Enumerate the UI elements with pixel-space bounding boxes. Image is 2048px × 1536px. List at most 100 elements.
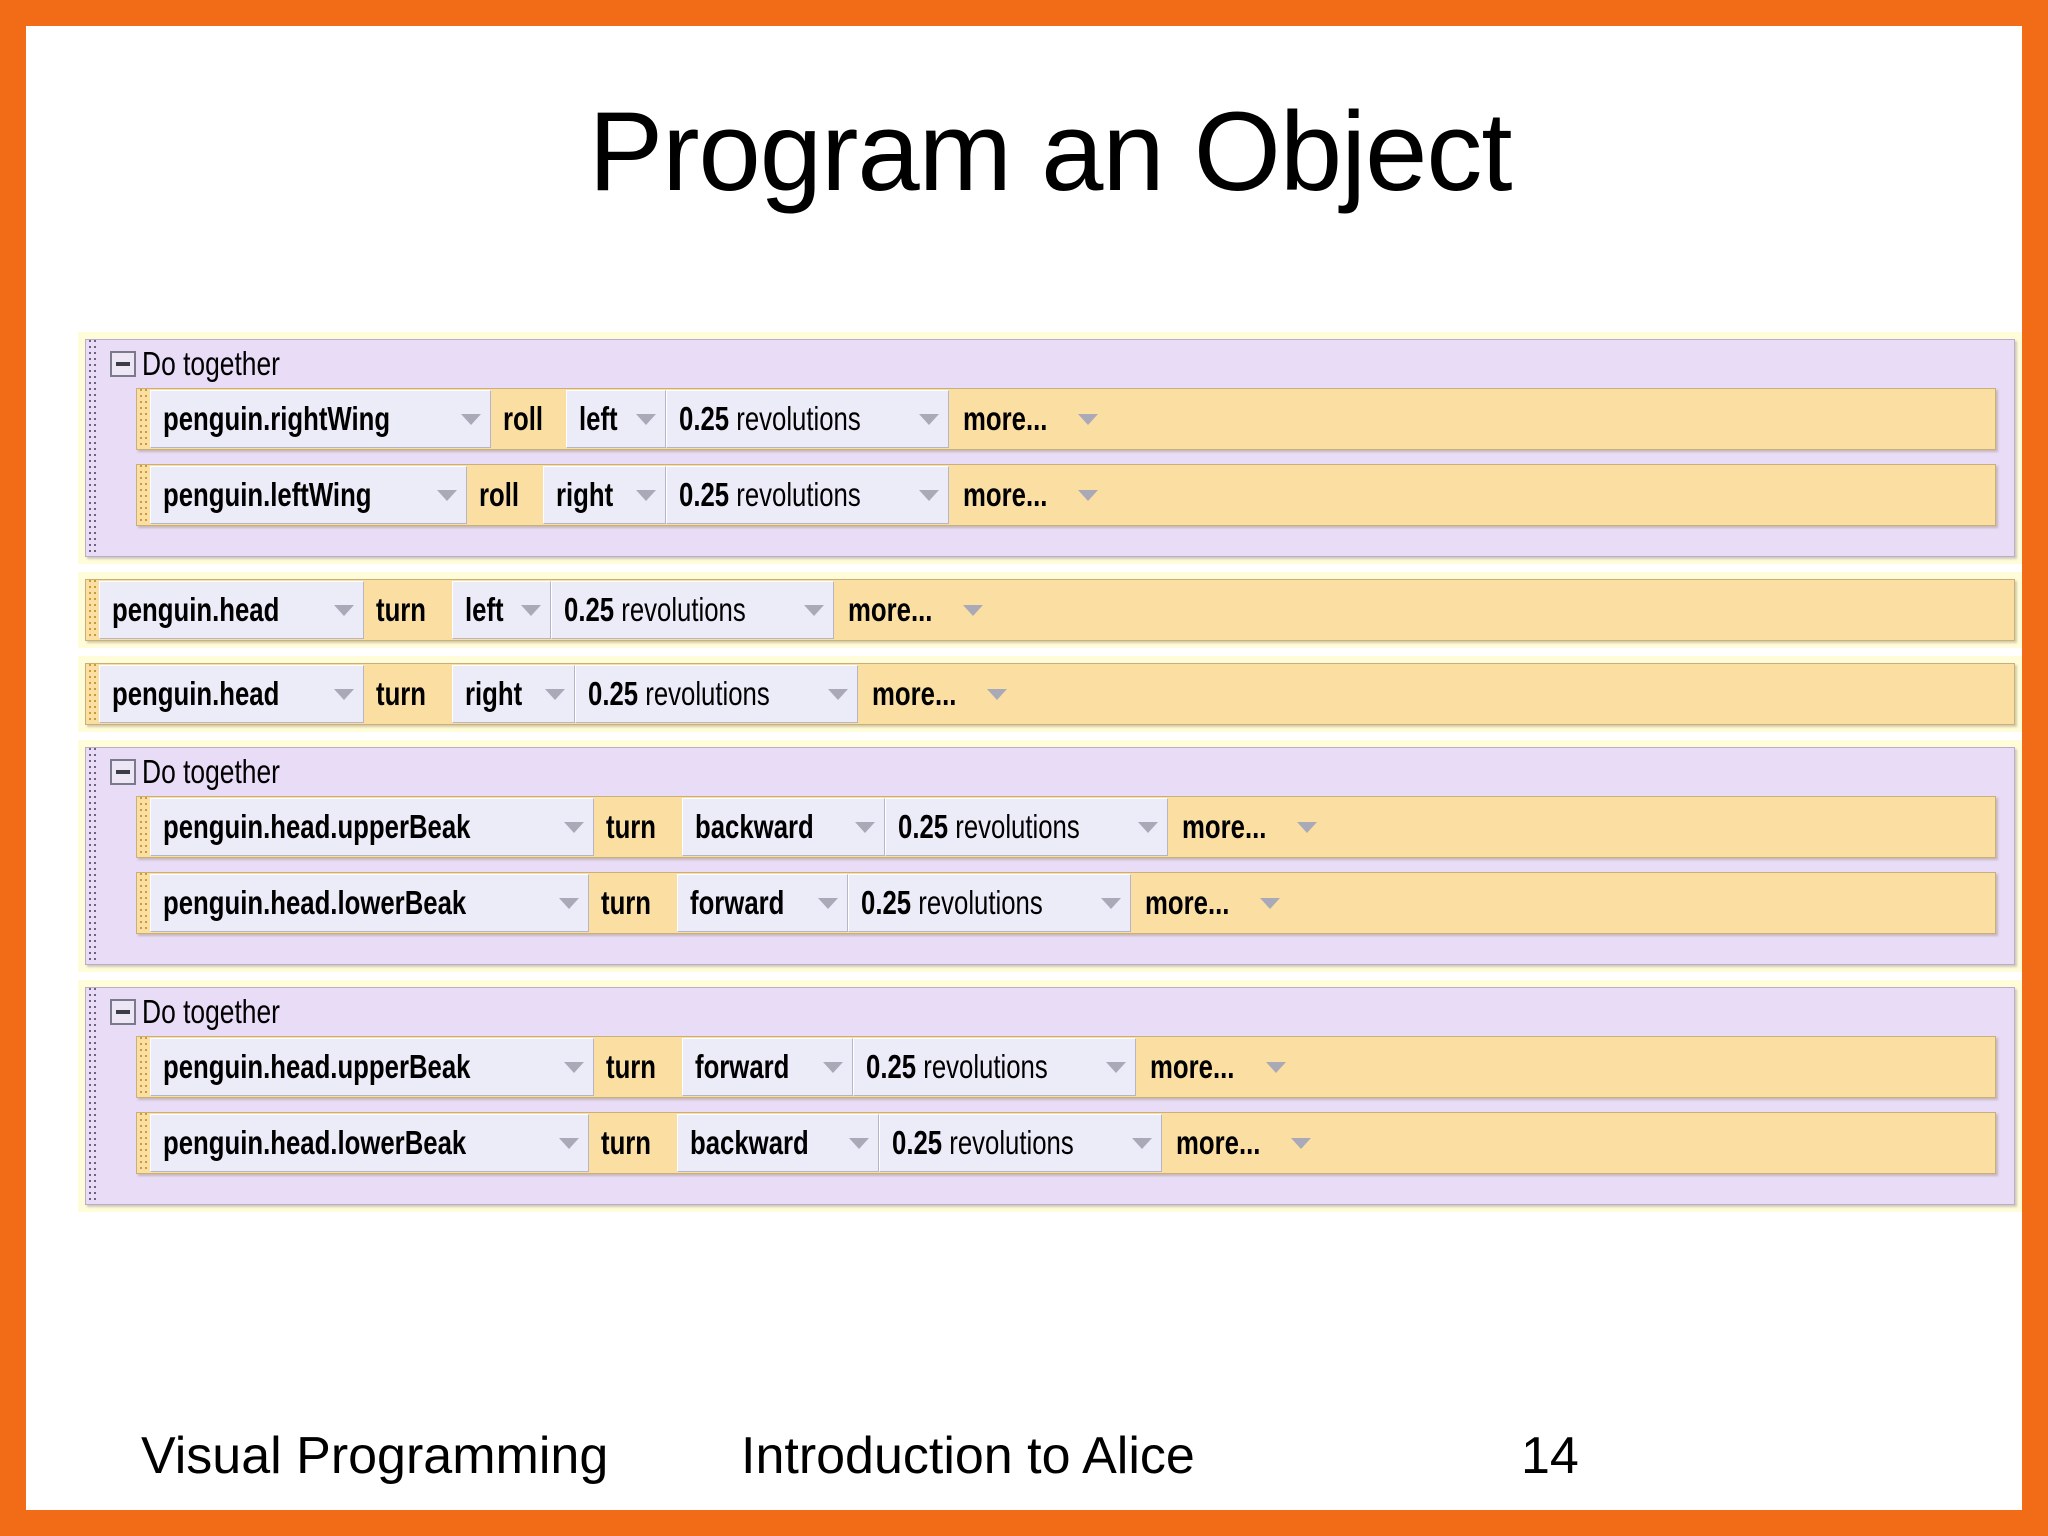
chevron-down-icon[interactable] xyxy=(1100,897,1121,909)
chevron-down-icon[interactable] xyxy=(333,688,354,700)
chevron-down-icon[interactable] xyxy=(987,688,1008,700)
drag-handle[interactable] xyxy=(137,873,150,933)
chevron-down-icon[interactable] xyxy=(823,1061,844,1073)
chevron-down-icon[interactable] xyxy=(558,1137,579,1149)
method-name: turn xyxy=(594,797,683,857)
direction-dropdown[interactable]: backward xyxy=(676,1114,880,1172)
chevron-down-icon[interactable] xyxy=(918,413,939,425)
drag-handle[interactable] xyxy=(86,988,100,1204)
do-together-label: Do together xyxy=(142,993,280,1030)
chevron-down-icon[interactable] xyxy=(854,821,875,833)
chevron-down-icon[interactable] xyxy=(849,1137,870,1149)
chevron-down-icon[interactable] xyxy=(521,604,542,616)
amount-dropdown[interactable]: 0.25 revolutions xyxy=(847,874,1131,932)
chevron-down-icon[interactable] xyxy=(1078,413,1099,425)
amount-dropdown[interactable]: 0.25 revolutions xyxy=(666,466,949,524)
more-options-dropdown[interactable]: more... xyxy=(1136,1037,1296,1097)
chevron-down-icon[interactable] xyxy=(1291,1137,1312,1149)
drag-handle[interactable] xyxy=(86,748,100,964)
direction-dropdown[interactable]: left xyxy=(566,390,666,448)
direction-dropdown[interactable]: forward xyxy=(676,874,848,932)
chevron-down-icon[interactable] xyxy=(636,489,656,501)
amount-dropdown[interactable]: 0.25 revolutions xyxy=(551,581,835,639)
object-dropdown[interactable]: penguin.rightWing xyxy=(150,390,492,448)
chevron-down-icon[interactable] xyxy=(827,688,848,700)
chevron-down-icon[interactable] xyxy=(963,604,984,616)
drag-handle[interactable] xyxy=(137,1113,150,1173)
more-options-dropdown[interactable]: more... xyxy=(857,664,1018,724)
object-dropdown[interactable]: penguin.head.lowerBeak xyxy=(150,874,589,932)
more-options-dropdown[interactable]: more... xyxy=(1130,873,1291,933)
chevron-down-icon[interactable] xyxy=(1137,821,1158,833)
chevron-down-icon[interactable] xyxy=(1078,489,1099,501)
drag-handle[interactable] xyxy=(137,797,150,857)
amount-dropdown[interactable]: 0.25 revolutions xyxy=(879,1114,1163,1172)
chevron-down-icon[interactable] xyxy=(564,821,585,833)
method-label: turn xyxy=(375,675,426,712)
more-options-dropdown[interactable]: more... xyxy=(1167,797,1327,857)
drag-handle[interactable] xyxy=(86,664,99,724)
chevron-down-icon[interactable] xyxy=(1106,1061,1127,1073)
direction-dropdown[interactable]: left xyxy=(451,581,552,639)
more-options-dropdown[interactable]: more... xyxy=(834,580,994,640)
chevron-down-icon[interactable] xyxy=(1296,821,1317,833)
amount-dropdown[interactable]: 0.25 revolutions xyxy=(665,390,949,448)
object-dropdown[interactable]: penguin.head.upperBeak xyxy=(150,798,595,856)
direction-dropdown[interactable]: right xyxy=(451,665,575,723)
object-dropdown[interactable]: penguin.head.lowerBeak xyxy=(150,1114,589,1172)
chevron-down-icon[interactable] xyxy=(635,413,656,425)
more-label: more... xyxy=(962,400,1048,437)
direction-dropdown[interactable]: right xyxy=(542,466,666,524)
chevron-down-icon[interactable] xyxy=(333,604,354,616)
amount-dropdown[interactable]: 0.25 revolutions xyxy=(853,1038,1137,1096)
direction-value: left xyxy=(579,400,619,437)
chevron-down-icon[interactable] xyxy=(461,413,482,425)
chevron-down-icon[interactable] xyxy=(1265,1061,1286,1073)
chevron-down-icon[interactable] xyxy=(544,688,565,700)
more-label: more... xyxy=(963,476,1048,513)
object-dropdown[interactable]: penguin.head xyxy=(99,665,364,723)
chevron-down-icon[interactable] xyxy=(804,604,825,616)
object-dropdown[interactable]: penguin.head.upperBeak xyxy=(150,1038,595,1096)
object-dropdown[interactable]: penguin.leftWing xyxy=(150,466,468,524)
chevron-down-icon[interactable] xyxy=(1260,897,1281,909)
amount-dropdown[interactable]: 0.25 revolutions xyxy=(574,665,858,723)
chevron-down-icon[interactable] xyxy=(817,897,838,909)
drag-handle[interactable] xyxy=(137,389,150,449)
chevron-down-icon[interactable] xyxy=(1132,1137,1153,1149)
chevron-down-icon[interactable] xyxy=(564,1061,585,1073)
method-name: turn xyxy=(594,1037,683,1097)
footer-course-label: Visual Programming xyxy=(141,1427,609,1485)
chevron-down-icon[interactable] xyxy=(919,489,939,501)
collapse-minus-icon[interactable] xyxy=(110,999,136,1025)
amount-value: 0.25 revolutions xyxy=(897,808,1080,845)
object-name: penguin.leftWing xyxy=(163,476,372,513)
chevron-down-icon[interactable] xyxy=(558,897,579,909)
collapse-minus-icon[interactable] xyxy=(110,759,136,785)
drag-handle[interactable] xyxy=(137,1037,150,1097)
more-options-dropdown[interactable]: more... xyxy=(948,389,1109,449)
more-options-dropdown[interactable]: more... xyxy=(1162,1113,1322,1173)
object-dropdown[interactable]: penguin.head xyxy=(99,581,364,639)
chevron-down-icon[interactable] xyxy=(437,489,458,501)
amount-dropdown[interactable]: 0.25 revolutions xyxy=(884,798,1168,856)
drag-handle[interactable] xyxy=(86,580,99,640)
collapse-minus-icon[interactable] xyxy=(110,351,136,377)
object-name: penguin.rightWing xyxy=(163,400,391,437)
more-options-dropdown[interactable]: more... xyxy=(949,465,1109,525)
drag-handle[interactable] xyxy=(86,340,100,556)
drag-handle[interactable] xyxy=(137,465,150,525)
direction-dropdown[interactable]: forward xyxy=(682,1038,854,1096)
direction-dropdown[interactable]: backward xyxy=(682,798,885,856)
